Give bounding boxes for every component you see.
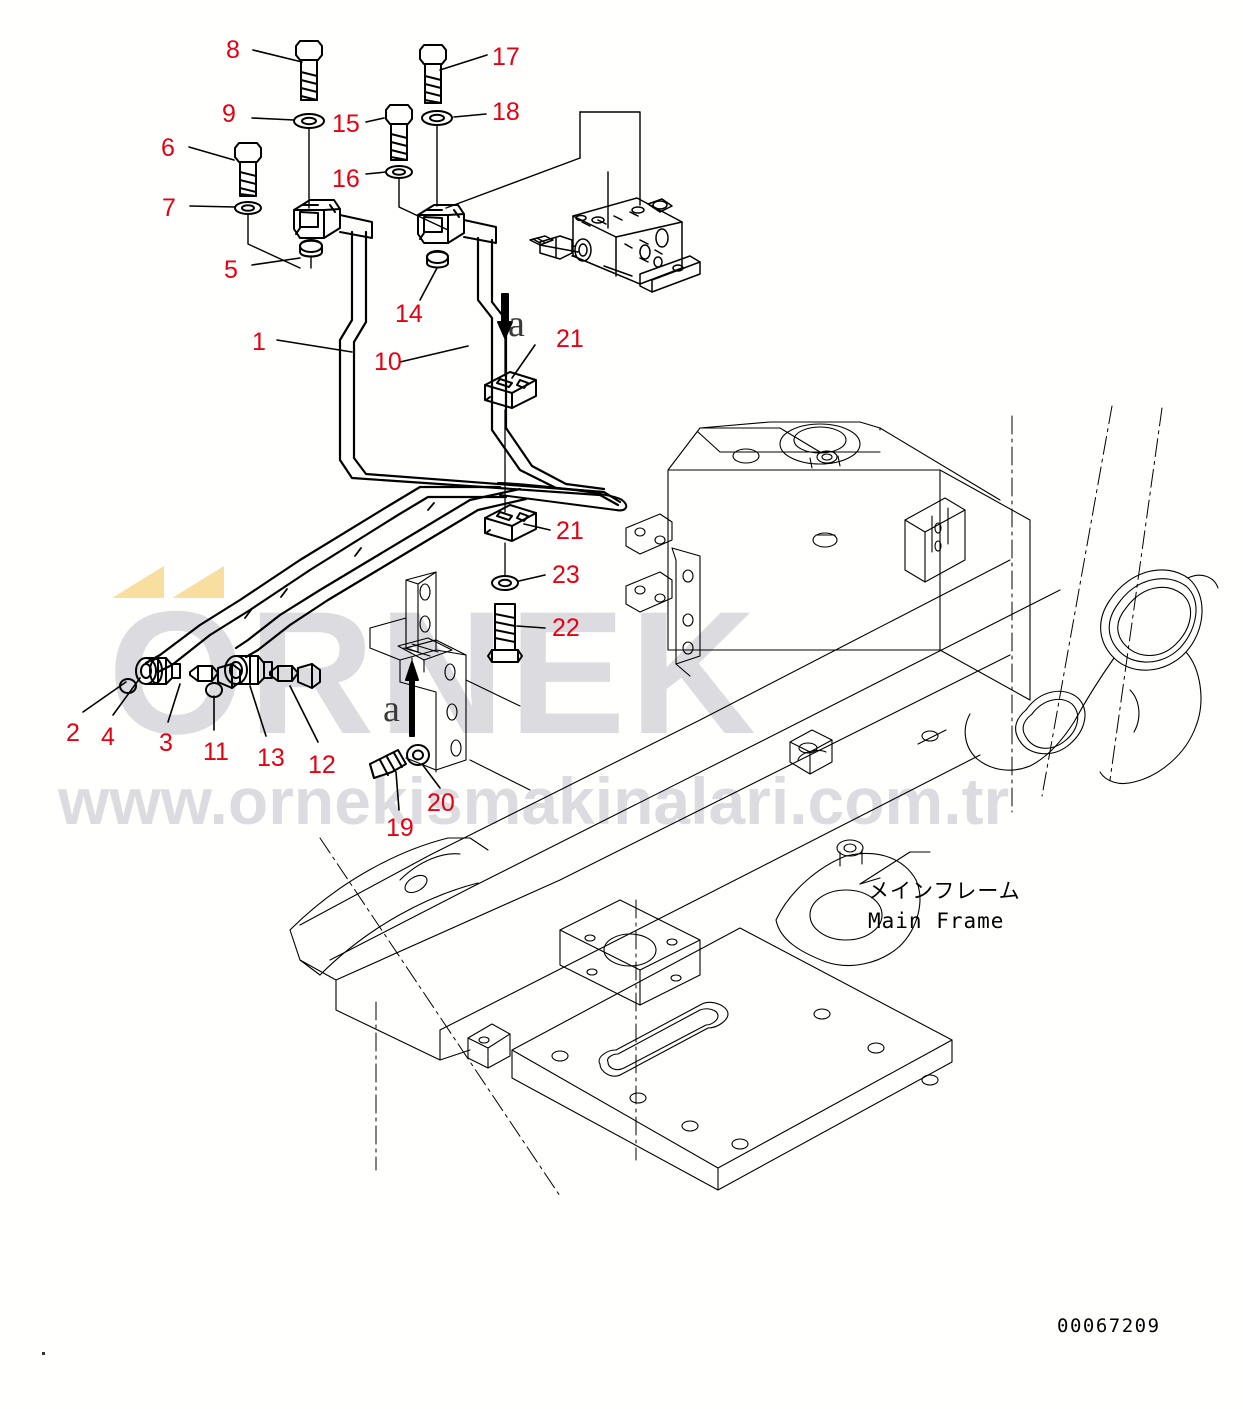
- leader-22: [516, 625, 546, 629]
- callout-3: 3: [159, 729, 173, 757]
- hose-connector-left: [293, 199, 373, 239]
- section-arrow-a-lower: [405, 661, 419, 737]
- tube-lower-pair-2: [234, 487, 528, 659]
- callout-14: 14: [395, 300, 423, 328]
- leader-18: [453, 113, 487, 118]
- leader-21-upper: [511, 344, 536, 379]
- leader-2: [82, 681, 127, 713]
- tube-junction: [497, 482, 628, 512]
- callout-1: 1: [252, 328, 266, 356]
- leader-3: [167, 683, 181, 723]
- leader-8: [252, 49, 303, 63]
- main-frame: [289, 421, 1219, 1191]
- callout-21-upper: 21: [556, 325, 584, 353]
- leader-23: [518, 574, 546, 582]
- drawing-number: 00067209: [1057, 1315, 1161, 1337]
- watermark-url: www.ornekismakinalari.com.tr: [58, 764, 1010, 838]
- callout-22: 22: [552, 614, 580, 642]
- oring-11: [205, 682, 223, 698]
- washer-7: [234, 201, 262, 215]
- callout-8: 8: [226, 36, 240, 64]
- control-valve-block: [529, 197, 701, 293]
- leader-20: [421, 763, 441, 789]
- callout-16: 16: [332, 165, 360, 193]
- section-letter-a-upper: a: [508, 303, 525, 345]
- main-frame-label-jp: メインフレーム: [868, 879, 1021, 903]
- washer-16: [385, 165, 413, 179]
- mounting-bracket: [369, 571, 531, 791]
- valve-leader-bracket: [579, 111, 641, 206]
- callout-19: 19: [386, 814, 414, 842]
- callout-18: 18: [492, 98, 520, 126]
- leader-16: [365, 171, 387, 175]
- leader-21-lower: [523, 523, 551, 531]
- callout-10: 10: [374, 348, 402, 376]
- callout-4: 4: [101, 723, 115, 751]
- leader-4: [112, 677, 141, 716]
- plug-5: [299, 239, 323, 258]
- washer-18: [421, 110, 453, 126]
- leader-13: [249, 685, 267, 737]
- section-arrow-a-upper: [497, 293, 513, 339]
- callout-5: 5: [224, 256, 238, 284]
- bolt-17: [419, 44, 447, 104]
- callout-6: 6: [161, 134, 175, 162]
- clamp-21-lower: [484, 504, 537, 542]
- callout-11: 11: [203, 738, 229, 766]
- callout-13: 13: [257, 744, 285, 772]
- washer-20: [406, 744, 430, 766]
- leader-15: [365, 117, 385, 123]
- bolt-15: [385, 104, 413, 161]
- callout-7: 7: [162, 194, 176, 222]
- hose-connector-right: [417, 204, 497, 244]
- callout-2: 2: [66, 719, 80, 747]
- callout-23: 23: [552, 561, 580, 589]
- callout-21-lower: 21: [556, 517, 584, 545]
- callout-9: 9: [222, 100, 236, 128]
- registration-mark: [42, 1352, 45, 1355]
- callout-12: 12: [308, 751, 336, 779]
- section-letter-a-lower: a: [383, 688, 400, 730]
- leader-12: [289, 685, 319, 743]
- callout-15: 15: [332, 110, 360, 138]
- leader-5: [251, 257, 301, 266]
- bolt-22: [487, 603, 523, 663]
- bolt-6: [234, 142, 262, 197]
- clamp-21-upper: [484, 371, 537, 409]
- leader-17: [439, 54, 488, 71]
- tube-lower-pair: [144, 485, 508, 674]
- tube-1: [338, 230, 622, 507]
- leader-9: [251, 117, 295, 121]
- center-lines: [319, 405, 1163, 1197]
- adapter-4: [135, 657, 181, 685]
- washer-9: [293, 113, 325, 129]
- bolt-8: [295, 40, 323, 101]
- main-frame-label-en: Main Frame: [868, 909, 1005, 933]
- leader-7: [189, 205, 236, 208]
- nut-12: [269, 663, 321, 689]
- plug-14: [426, 250, 449, 269]
- assembly-axis-16: [398, 177, 449, 231]
- leader-19: [395, 771, 400, 811]
- bolt-19: [369, 749, 407, 779]
- main-frame-leader: [859, 851, 931, 885]
- washer-23: [491, 575, 519, 591]
- callout-20: 20: [427, 789, 455, 817]
- leader-6: [188, 146, 235, 161]
- leader-1: [276, 339, 353, 353]
- callout-17: 17: [492, 43, 520, 71]
- tube-10: [476, 236, 606, 494]
- leader-14: [419, 267, 438, 301]
- leader-10: [399, 345, 469, 363]
